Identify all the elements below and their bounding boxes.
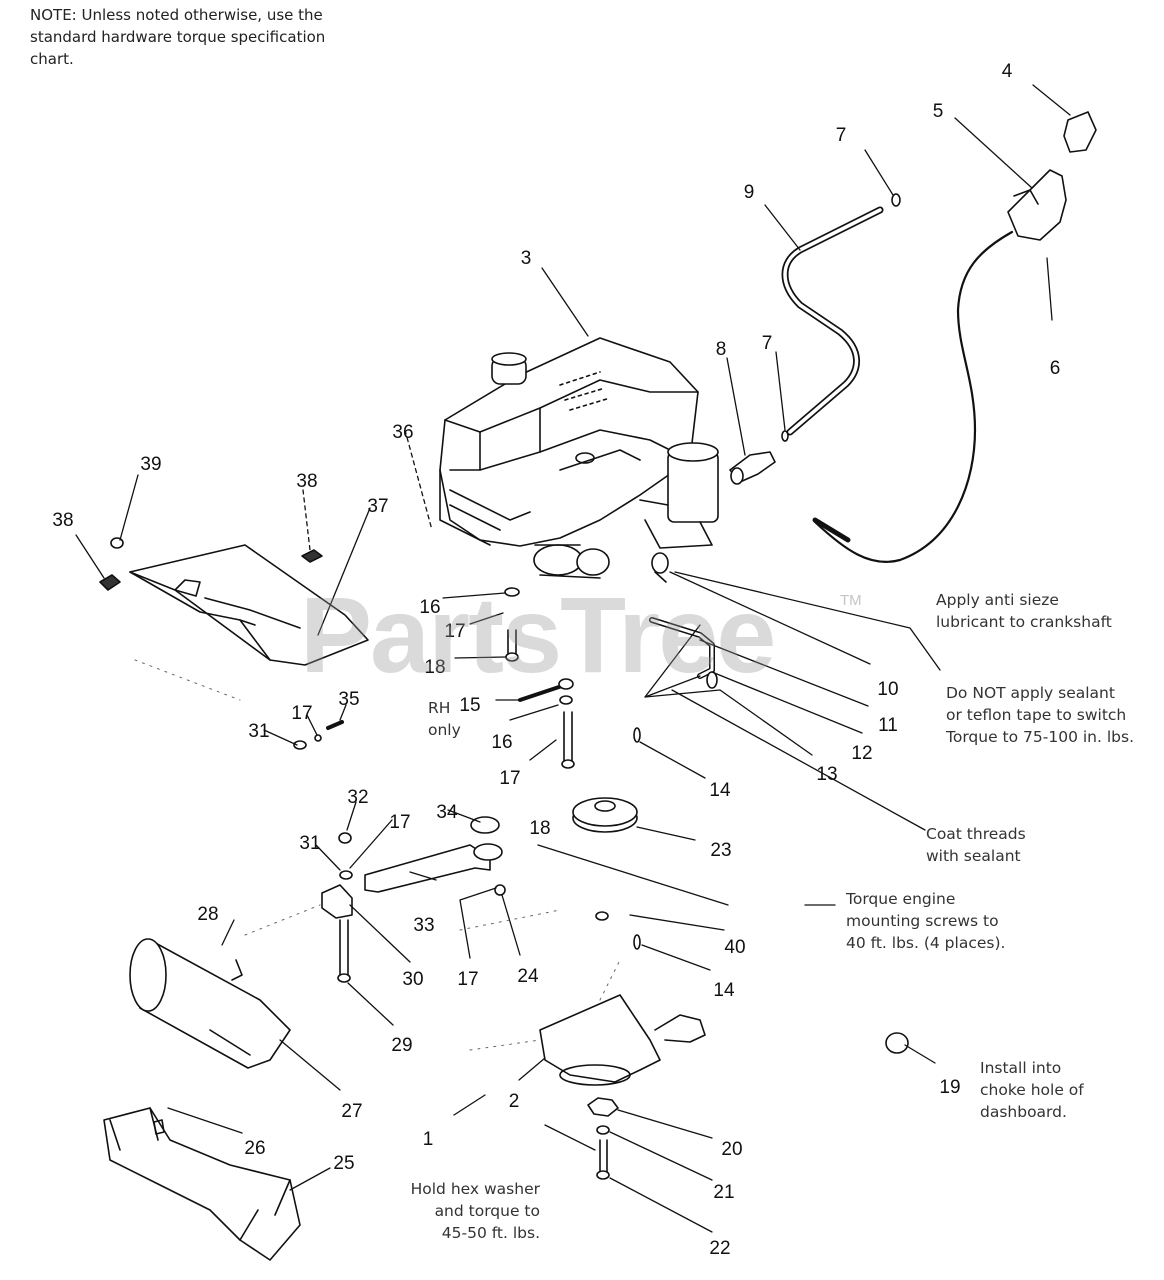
callout-c18a: 18 [424,657,445,678]
callout-c8: 8 [716,339,727,360]
partstree-watermark: PartsTree [300,574,776,695]
callout-c22: 22 [709,1238,730,1259]
callout-c11: 11 [878,715,898,736]
hardware-pieces [293,587,909,1054]
coat-threads-note: Coat threads with sealant [926,825,1026,865]
callout-c21: 21 [713,1182,734,1203]
callout-c26: 26 [244,1138,265,1159]
callout-c15: 15 [459,695,480,716]
callout-c16a: 16 [419,597,440,618]
callout-c17e: 17 [457,969,478,990]
callout-c6: 6 [1050,358,1061,379]
choke-install-note: Install into choke hole of dashboard. [980,1059,1084,1121]
callout-c3: 3 [521,248,532,269]
callout-c34: 34 [436,802,458,823]
callout-c5: 5 [933,101,944,122]
callout-c31a: 31 [248,721,269,742]
callout-c28: 28 [197,904,218,925]
callout-c35: 35 [338,689,359,710]
callout-numbers: 1234567789101112131414151616171717171718… [52,61,1060,1259]
callout-c36: 36 [392,422,413,443]
callout-c16b: 16 [491,732,512,753]
callout-c9: 9 [744,182,755,203]
torque-note: NOTE: Unless noted otherwise, use the st… [30,6,326,68]
callout-c19: 19 [939,1077,960,1098]
callout-c17c: 17 [499,768,520,789]
muffler-hanger [321,816,503,919]
trademark-symbol: TM [840,592,862,609]
callout-c17a: 17 [444,621,465,642]
fuel-fitting [729,451,776,485]
muffler [129,938,291,1069]
callout-c10: 10 [877,679,898,700]
callout-c14b: 14 [713,980,735,1001]
callout-c31b: 31 [299,833,320,854]
oil-switch [651,552,669,583]
anti-sieze-note: Apply anti sieze lubricant to crankshaft [936,591,1112,631]
callout-c37: 37 [367,496,388,517]
callout-c23: 23 [710,840,731,861]
hex-washer-note: Hold hex washer and torque to 45-50 ft. … [410,1180,540,1242]
callout-c17d: 17 [389,812,410,833]
callout-c38a: 38 [296,471,317,492]
callout-c32: 32 [347,787,368,808]
alignment-lines [134,659,621,1051]
callout-c20: 20 [721,1139,742,1160]
callout-c39: 39 [140,454,161,475]
callout-c7b: 7 [762,333,773,354]
callout-c13: 13 [816,764,837,785]
switch-sealant-note: Do NOT apply sealant or teflon tape to s… [946,684,1134,746]
pulley [572,797,638,833]
callout-c1: 1 [423,1129,434,1150]
callout-c29: 29 [391,1035,412,1056]
callout-c27: 27 [341,1101,362,1122]
callout-c25: 25 [333,1153,354,1174]
engine-assembly [439,337,719,579]
fuel-line [781,193,901,442]
callout-c38b: 38 [52,510,73,531]
throttle-cable-assembly [812,111,1097,563]
callout-c7a: 7 [836,125,847,146]
callout-c12: 12 [851,743,872,764]
callout-c14a: 14 [709,780,731,801]
heat-shield [99,537,369,666]
callout-c17b: 17 [291,703,312,724]
engine-mount-base [539,994,706,1086]
callout-c40: 40 [724,937,745,958]
exhaust-pipe [103,1107,301,1261]
hex-washer-bolt [587,1097,619,1180]
callout-c2: 2 [509,1091,520,1112]
callout-c24: 24 [517,966,539,987]
callout-c4: 4 [1002,61,1013,82]
leader-lines [75,84,1071,1233]
callout-c33: 33 [413,915,434,936]
rh-only-note: RH only [428,699,461,739]
callout-c18b: 18 [529,818,550,839]
callout-c30: 30 [402,969,423,990]
engine-torque-note: Torque engine mounting screws to 40 ft. … [846,890,1006,952]
